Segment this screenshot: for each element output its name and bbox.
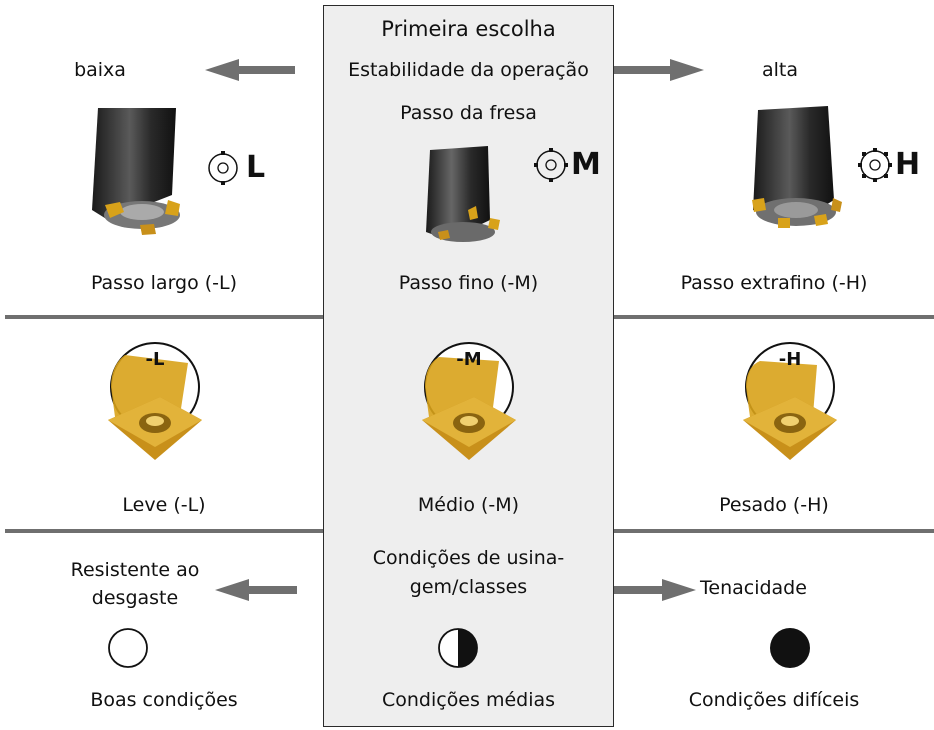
insert-light-geometry-image	[108, 342, 202, 460]
divider-line-right-2	[614, 529, 934, 533]
fine-pitch-symbol-icon	[534, 148, 568, 182]
half-circle-icon	[438, 628, 478, 668]
light-geometry-caption: Leve (-L)	[122, 494, 206, 516]
pitch-label: Passo da fresa	[400, 102, 537, 124]
stability-label: Estabilidade da operação	[348, 59, 589, 81]
good-conditions-caption: Boas condições	[90, 689, 238, 711]
divider-line-left-1	[5, 315, 323, 319]
conditions-label-line2: gem/classes	[409, 576, 528, 598]
light-geometry-tag: -L	[145, 349, 165, 370]
coarse-pitch-caption: Passo largo (-L)	[90, 272, 238, 294]
wear-resistance-label-line1: Resistente ao	[70, 559, 200, 581]
arrow-right-icon	[614, 579, 696, 601]
difficult-conditions-caption: Condições difíceis	[688, 689, 860, 711]
filled-circle-icon	[770, 628, 810, 668]
heavy-geometry-tag: -H	[778, 349, 802, 370]
panel-title: Primeira escolha	[381, 17, 556, 41]
toughness-label: Tenacidade	[700, 577, 807, 599]
extra-fine-pitch-caption: Passo extrafino (-H)	[680, 272, 868, 294]
cutter-coarse-pitch-image	[92, 108, 180, 235]
arrow-right-icon	[614, 59, 704, 81]
medium-geometry-tag: -M	[456, 349, 482, 370]
medium-conditions-caption: Condições médias	[381, 689, 556, 711]
fine-pitch-caption: Passo fino (-M)	[398, 272, 539, 294]
insert-medium-geometry-image	[422, 342, 516, 460]
medium-geometry-caption: Médio (-M)	[417, 494, 520, 516]
arrow-left-icon	[205, 59, 295, 81]
coarse-pitch-symbol-icon	[208, 151, 238, 185]
divider-line-right-1	[614, 315, 934, 319]
arrow-left-icon	[215, 579, 297, 601]
stability-high-label: alta	[761, 59, 798, 81]
extra-fine-pitch-symbol-icon	[858, 148, 892, 182]
empty-circle-icon	[108, 628, 148, 668]
fine-pitch-letter: M	[571, 147, 601, 182]
conditions-label-line1: Condições de usina-	[372, 547, 565, 569]
extra-fine-pitch-letter: H	[895, 147, 921, 182]
coarse-pitch-letter: L	[246, 150, 266, 185]
cutter-fine-pitch-image	[426, 146, 500, 242]
wear-resistance-label-line2: desgaste	[91, 587, 179, 609]
cutter-extra-fine-pitch-image	[752, 106, 842, 228]
divider-line-left-2	[5, 529, 323, 533]
insert-heavy-geometry-image	[743, 342, 837, 460]
stability-low-label: baixa	[74, 59, 126, 81]
heavy-geometry-caption: Pesado (-H)	[719, 494, 829, 516]
